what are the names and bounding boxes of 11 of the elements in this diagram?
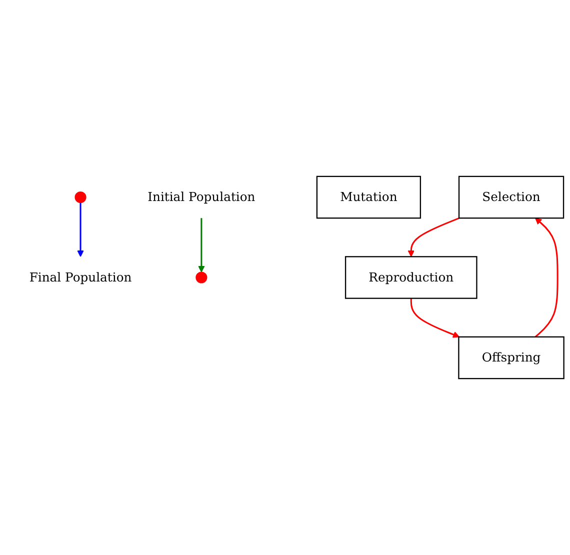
arrow bbox=[410, 298, 460, 338]
node-box: Mutation bbox=[316, 176, 422, 219]
arrow bbox=[534, 218, 558, 338]
arrow bbox=[198, 218, 205, 272]
node-box: Selection bbox=[458, 176, 564, 219]
node-text: Initial Population bbox=[148, 190, 256, 204]
arrow bbox=[408, 217, 460, 257]
node-text: Final Population bbox=[29, 270, 132, 284]
arrow bbox=[77, 202, 84, 257]
node-box: Reproduction bbox=[344, 256, 478, 299]
node-box: Offspring bbox=[458, 336, 564, 380]
